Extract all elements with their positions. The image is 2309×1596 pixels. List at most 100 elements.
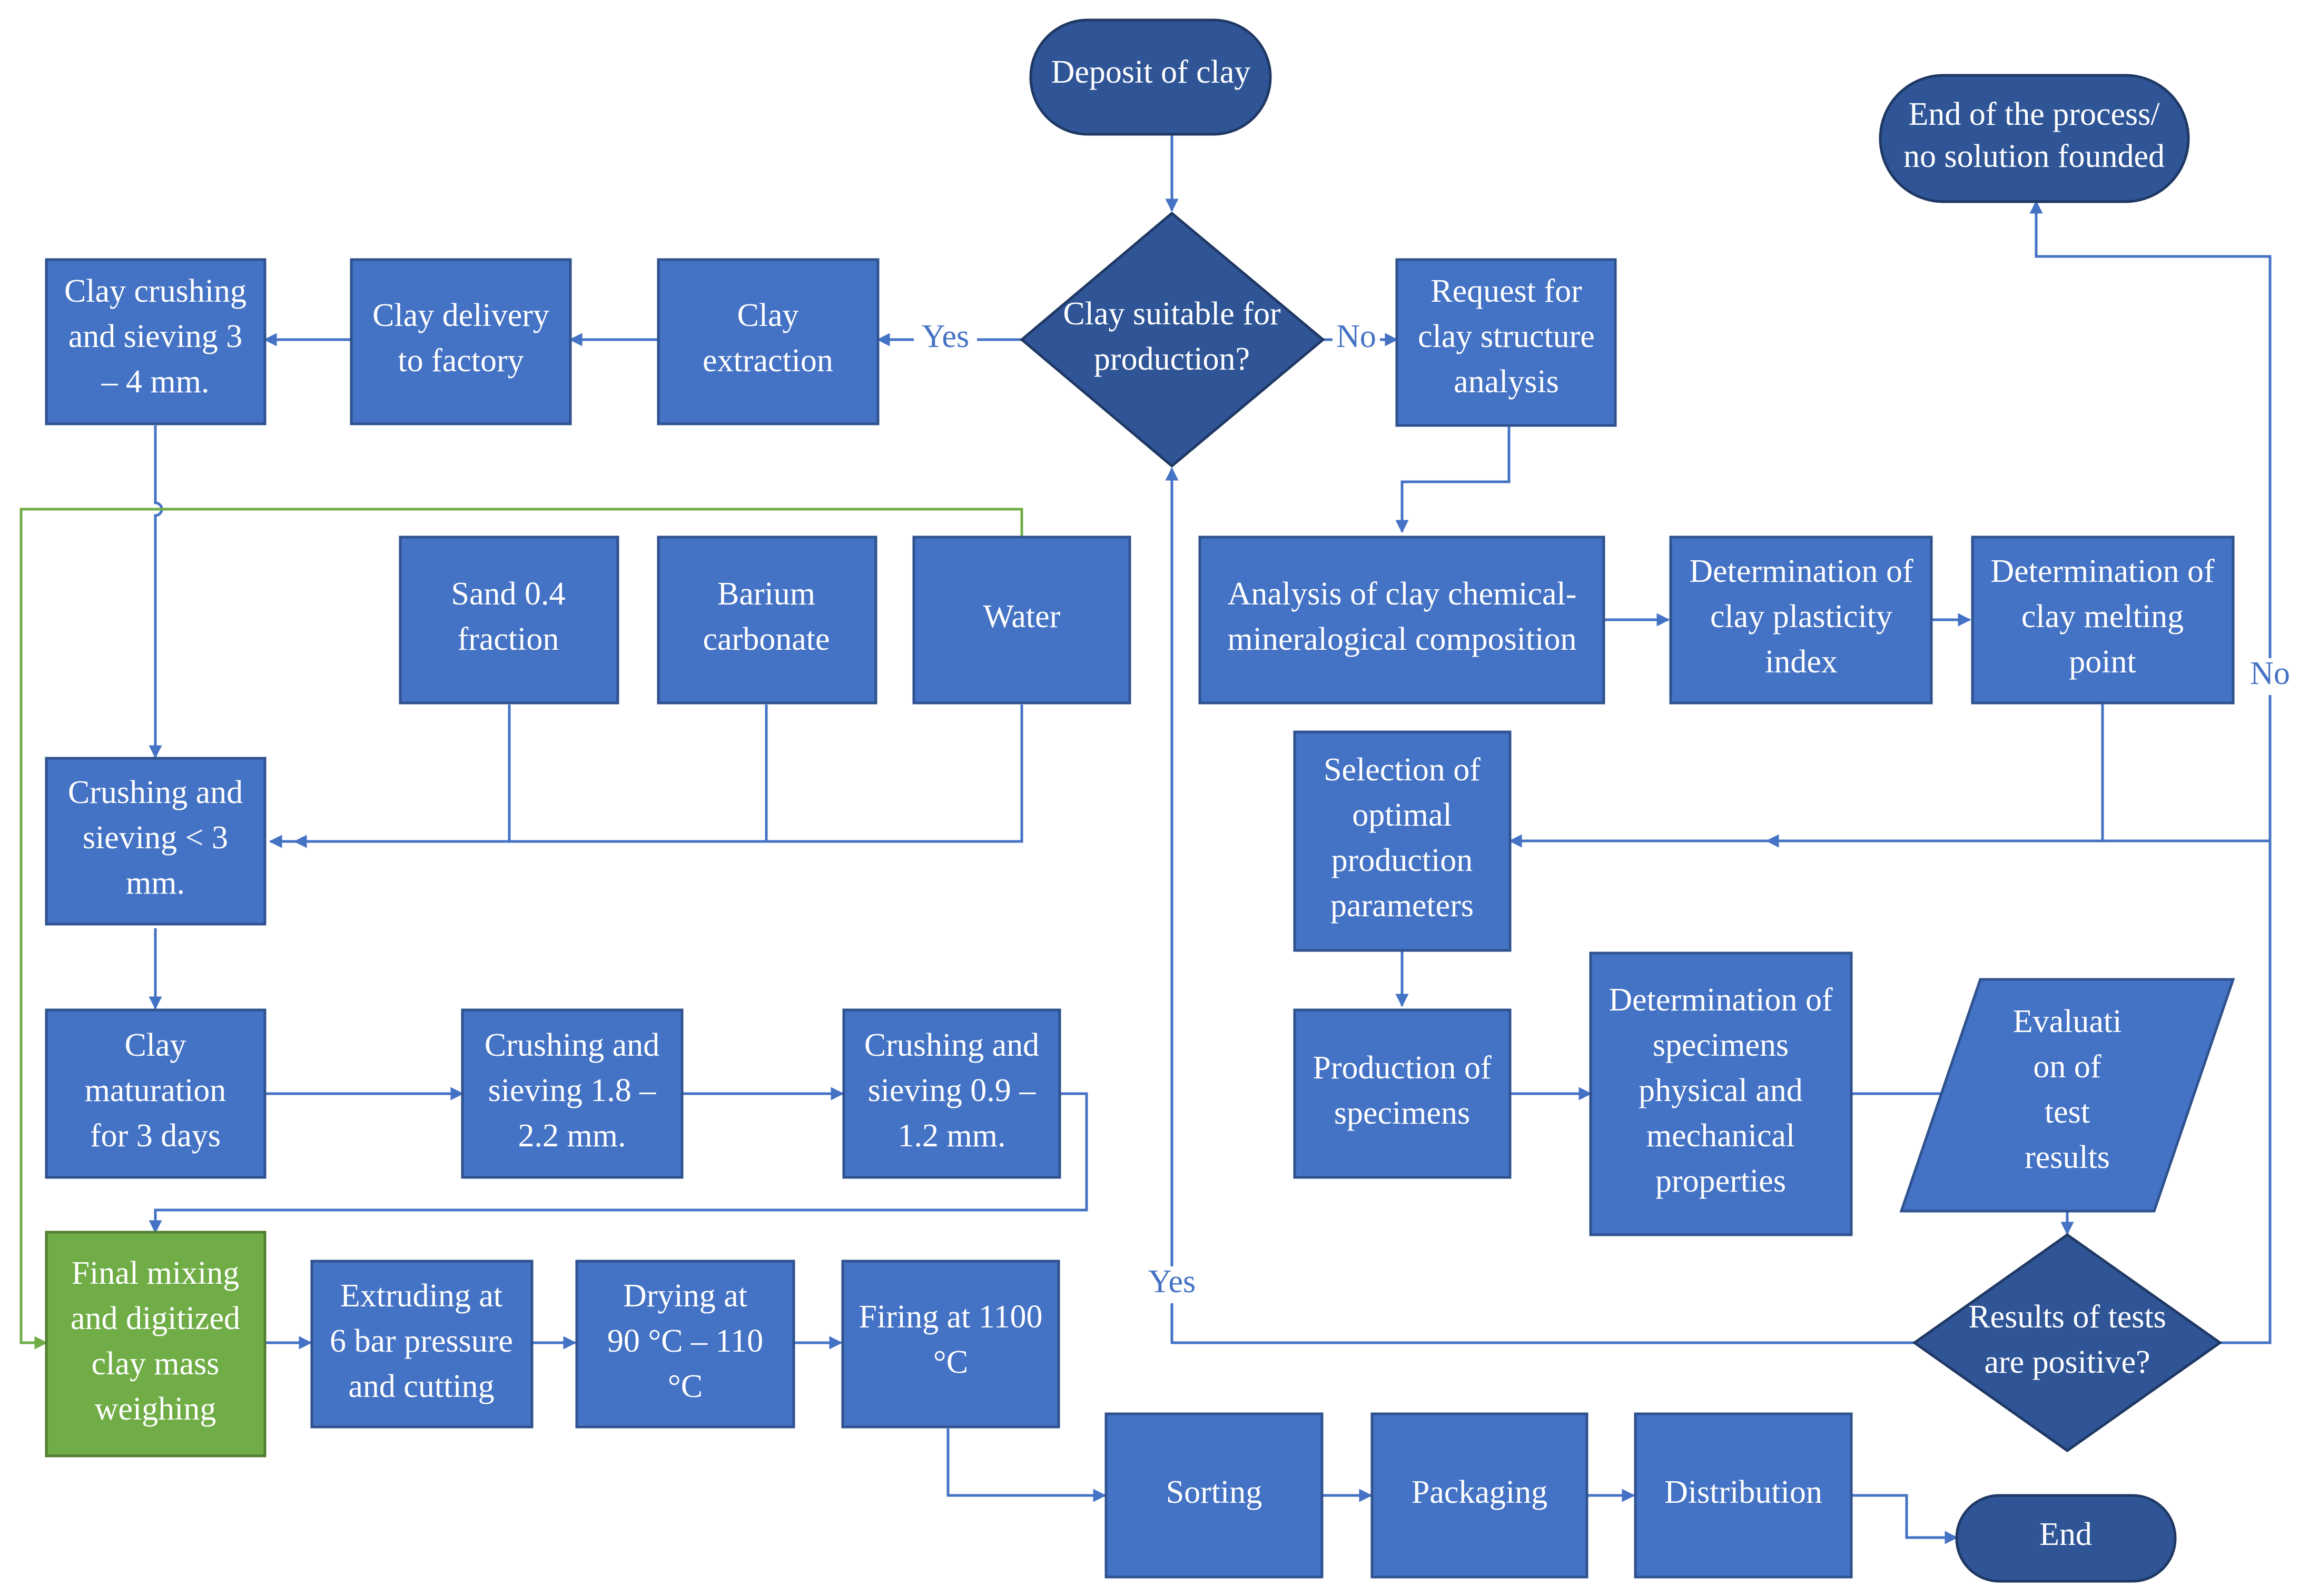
label-line: Determination of [1609,982,1833,1018]
box-clay-delivery [350,258,572,425]
label-line: mineralogical composition [1228,621,1577,657]
label-line: clay mass [92,1346,220,1382]
label-line: Drying at [623,1278,747,1314]
label-line: Crushing and [485,1027,659,1063]
edge-distribution-to-end [1851,1494,1958,1544]
label-line: results [2025,1139,2110,1175]
terminal-end [1955,1494,2177,1583]
label-line: to factory [398,343,524,379]
label-distribution: Distribution [1664,1474,1822,1510]
box-water [912,536,1131,705]
decision-results [1912,1233,2223,1453]
label-line: Clay [124,1027,186,1063]
label-barium: Barium carbonate [703,576,830,657]
box-sorting [1104,1412,1324,1579]
box-melting [1971,536,2235,705]
label-line: physical and [1639,1073,1803,1108]
label-line: clay plasticity [1710,599,1892,635]
edge-crushing34-to-crushing3 [149,425,163,759]
edge-water-to-crushing3 [269,705,1023,848]
label-line: Determination of [1990,553,2215,589]
box-plasticity [1669,536,1933,705]
label-line: mm. [126,865,185,901]
label-line: point [2069,644,2136,680]
label-line: optimal [1352,797,1452,833]
edge-results-no [2029,200,2272,1344]
label-line: mechanical [1646,1118,1795,1154]
label-deposit: Deposit of clay [1051,54,1251,90]
label-end-no-solution: End of the process/no solution founded [1903,96,2165,174]
label-crushing-3: Crushing and sieving < 3 mm. [68,775,243,901]
box-final-mixing [45,1231,267,1458]
box-analysis-chem [1198,536,1605,705]
label-line: Results of tests [1968,1299,2166,1335]
label-packaging: Packaging [1412,1474,1547,1510]
box-firing [841,1260,1060,1429]
connectors [19,134,2272,1544]
parallelogram-evaluation [1899,978,2235,1213]
label-line: End of the process/ [1909,96,2160,132]
label-line: carbonate [703,621,830,657]
label-analysis-chem: Analysis of clay chemical-mineralogical … [1228,576,1577,657]
label-line: parameters [1330,888,1474,924]
label-line: specimens [1653,1027,1789,1063]
label-sorting: Sorting [1166,1474,1262,1510]
label-line: Firing at 1100 [859,1299,1042,1335]
label-line: production? [1094,341,1250,377]
edge-label-yes-extraction: Yes [922,319,969,354]
node-labels: Deposit of clay Clay suitable for product… [64,54,2215,1552]
box-crushing-18 [461,1008,684,1179]
label-line: Evaluati [2013,1004,2122,1039]
label-line: and sieving 3 [68,319,243,354]
label-firing: Firing at 1100°C [859,1299,1042,1380]
label-line: Extruding at [340,1278,502,1314]
box-maturation [45,1008,267,1179]
label-line: sieving 0.9 – [868,1073,1037,1108]
label-end: End [2039,1516,2092,1552]
label-line: properties [1655,1163,1786,1199]
label-line: Production of [1313,1050,1492,1086]
label-line: weighing [95,1391,216,1427]
box-distribution [1634,1412,1853,1579]
label-line: index [1765,644,1838,680]
label-det-specimens: Determination of specimens physical and mec… [1609,982,1833,1199]
label-line: Clay [737,298,798,333]
label-line: Selection of [1324,752,1481,788]
label-clay-extraction: Clay extraction [703,298,833,379]
label-line: extraction [703,343,833,379]
label-line: Clay suitable for [1063,296,1281,332]
label-line: 6 bar pressure [330,1323,513,1359]
label-line: specimens [1334,1095,1470,1131]
label-line: Packaging [1412,1474,1547,1510]
label-line: Final mixing [72,1255,240,1291]
label-line: Clay crushing [64,273,246,309]
edge-firing-to-sorting [946,1429,1107,1502]
label-line: Determination of [1689,553,1913,589]
box-barium [657,536,877,705]
label-line: production [1331,842,1473,878]
box-det-specimens [1589,951,1853,1236]
box-clay-extraction [657,258,880,425]
box-drying [575,1260,795,1429]
label-clay-suitable: Clay suitable for production? [1063,296,1281,377]
label-line: Barium [717,576,815,612]
label-line: Crushing and [864,1027,1039,1063]
box-clay-crushing [45,258,267,425]
label-line: Distribution [1664,1474,1822,1510]
edge-melting-to-selection [1508,703,2104,848]
label-line: clay structure [1418,319,1595,354]
label-line: Crushing and [68,775,243,810]
label-line: Sand 0.4 [451,576,566,612]
label-line: sieving < 3 [83,820,228,856]
label-line: – 4 mm. [101,364,210,400]
box-sand [399,536,619,705]
label-line: on of [2033,1049,2101,1085]
edge-label-yes-loop: Yes [1148,1264,1196,1300]
label-line: maturation [85,1073,226,1108]
